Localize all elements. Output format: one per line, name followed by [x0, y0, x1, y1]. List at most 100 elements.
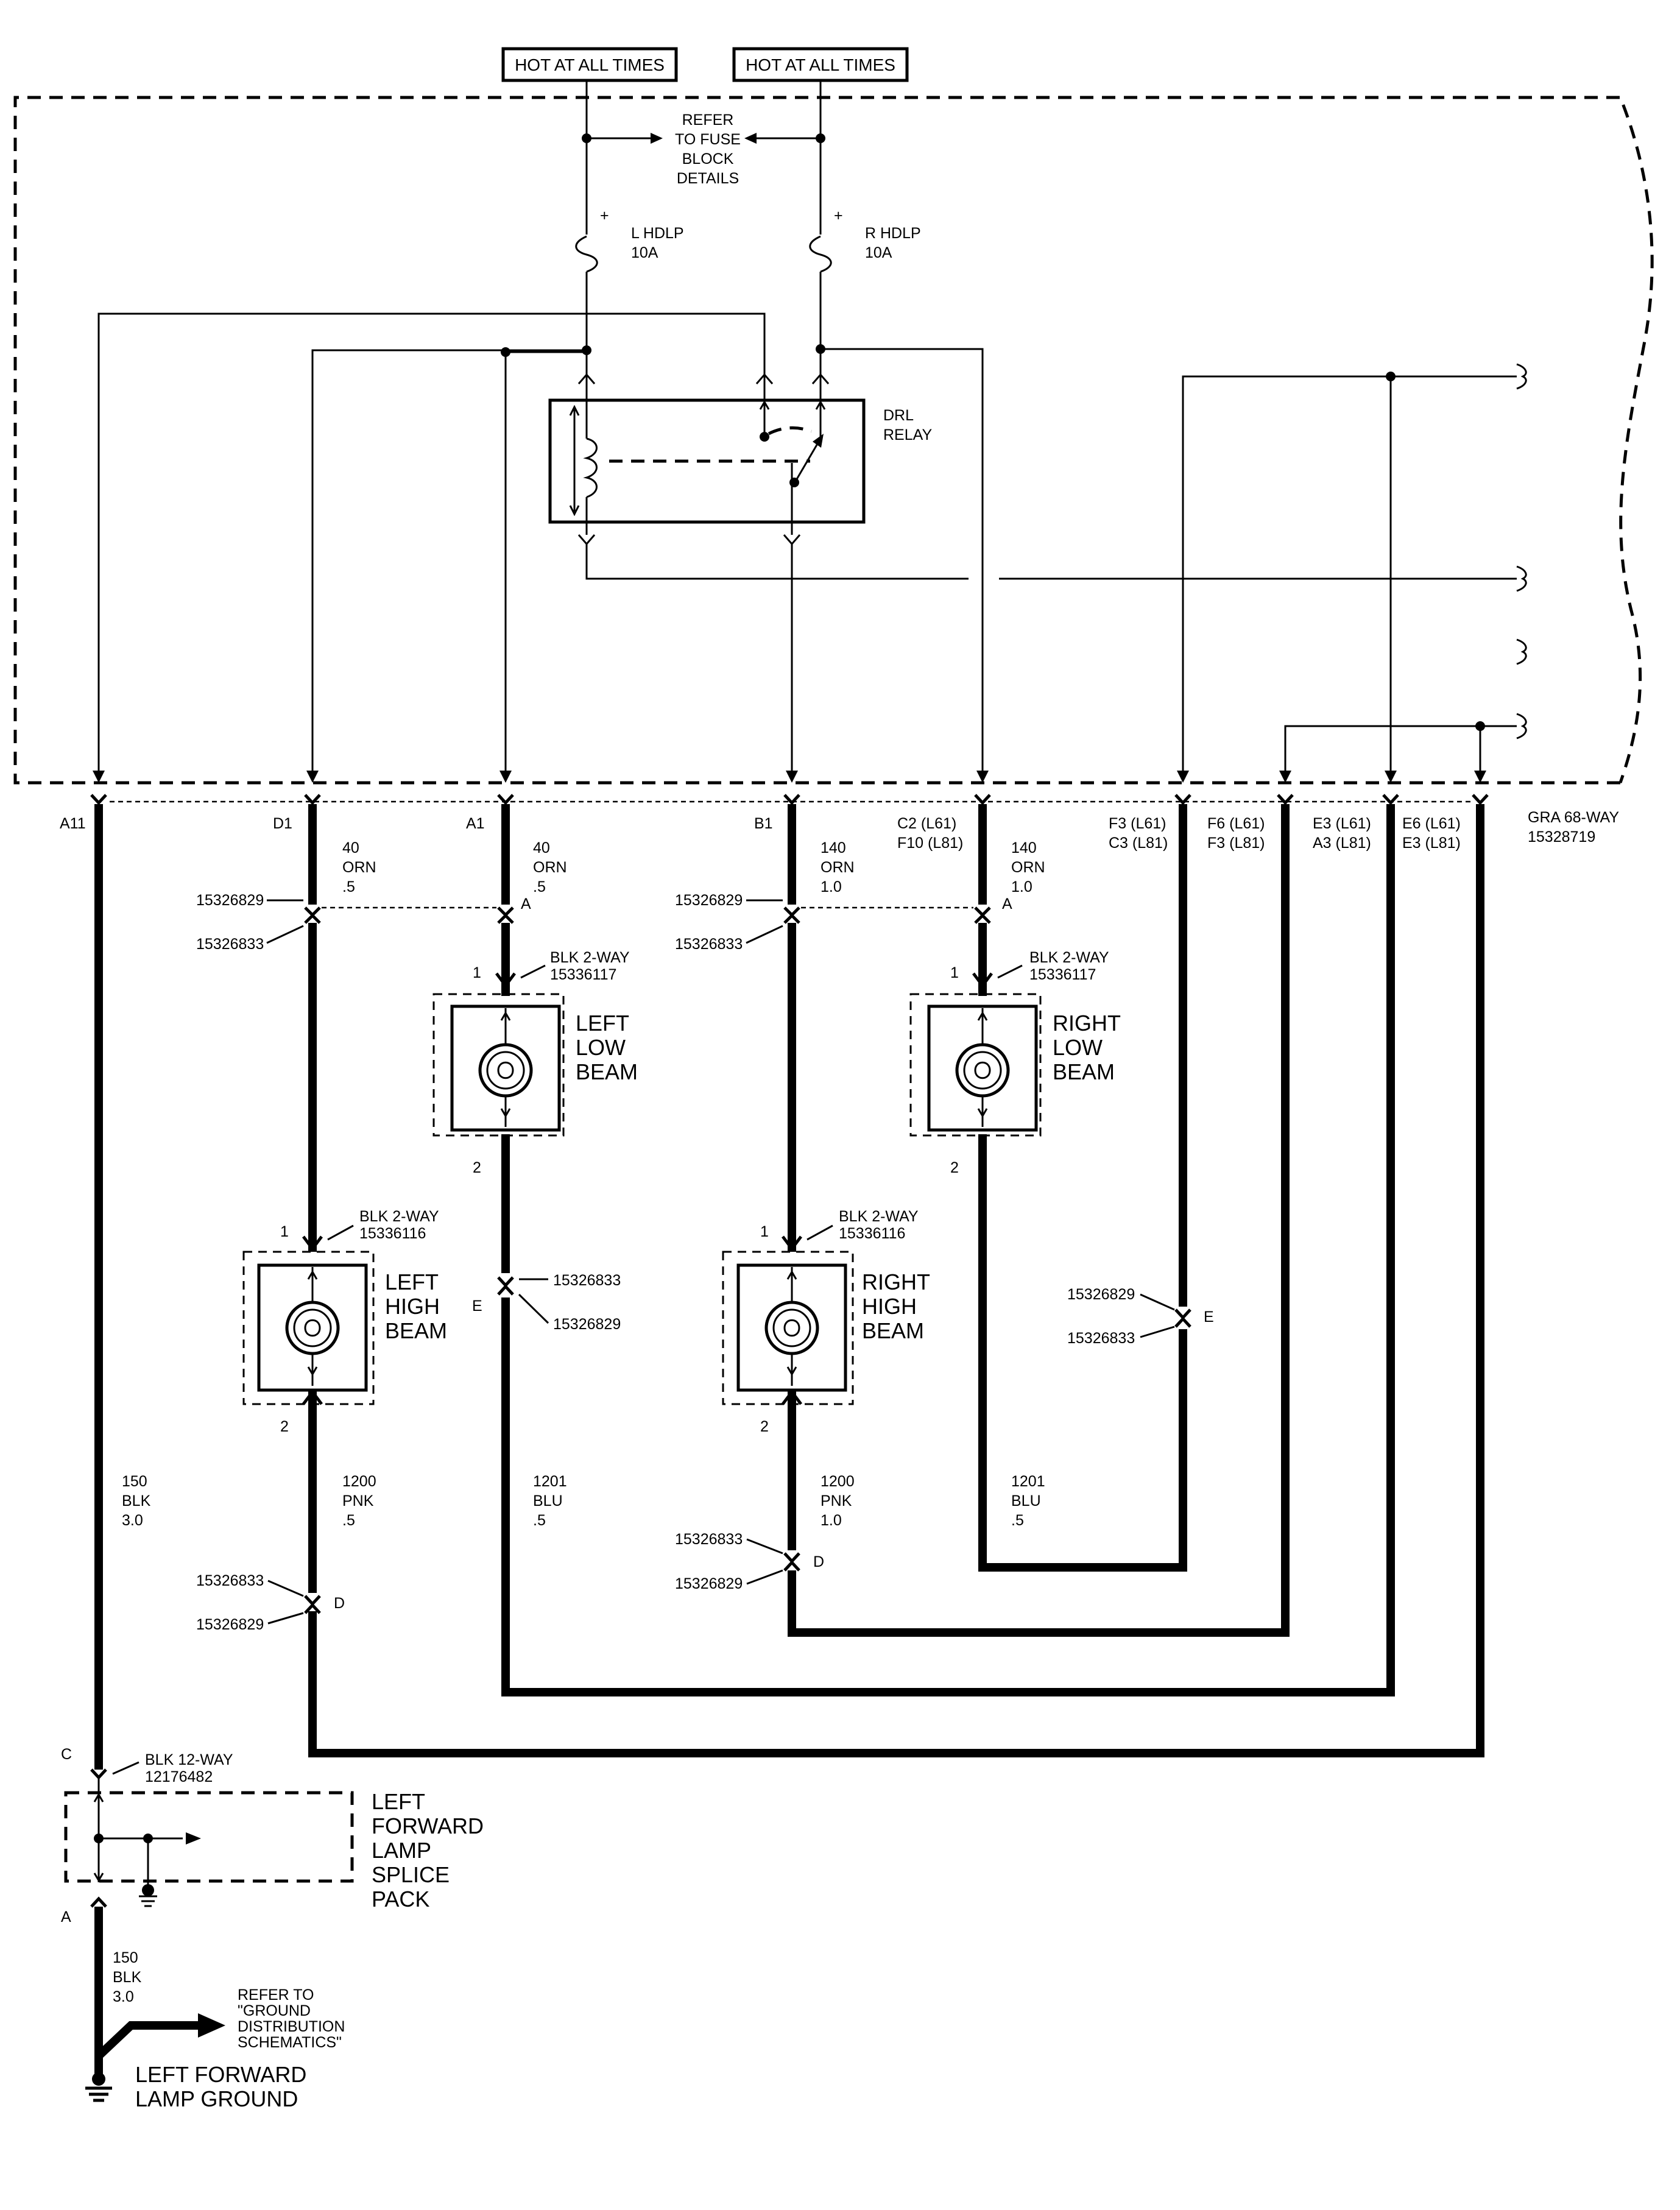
right-fuse-name: R HDLP: [865, 225, 921, 242]
svg-text:LOW: LOW: [1053, 1035, 1103, 1060]
svg-text:1.0: 1.0: [1011, 878, 1032, 895]
svg-text:ORN: ORN: [1011, 859, 1045, 876]
svg-text:LEFT: LEFT: [385, 1269, 439, 1294]
svg-text:E3 (L81): E3 (L81): [1402, 835, 1461, 852]
left-hdlp-fuse: + L HDLP 10A: [574, 207, 684, 273]
svg-text:A3 (L81): A3 (L81): [1313, 835, 1371, 852]
refer-fuse-block-note: REFER TO FUSE BLOCK DETAILS: [675, 111, 741, 187]
svg-text:15326833: 15326833: [675, 936, 743, 953]
drl-relay: DRL RELAY: [548, 375, 932, 524]
svg-text:1: 1: [280, 1223, 289, 1240]
svg-text:BEAM: BEAM: [385, 1318, 447, 1343]
svg-text:2: 2: [950, 1159, 959, 1176]
svg-text:BLK 2-WAY: BLK 2-WAY: [550, 949, 630, 966]
svg-text:LAMP: LAMP: [372, 1838, 431, 1863]
svg-text:12176482: 12176482: [145, 1768, 213, 1785]
svg-text:LEFT: LEFT: [576, 1011, 629, 1036]
svg-text:15326829: 15326829: [675, 892, 743, 909]
svg-text:E: E: [1204, 1308, 1214, 1326]
svg-text:F10 (L81): F10 (L81): [897, 835, 963, 852]
svg-text:SPLICE: SPLICE: [372, 1862, 450, 1887]
svg-text:+: +: [600, 207, 609, 224]
inline-connectors-lower: 15326833 15326829 E 15326829 15326833 E …: [196, 1272, 1214, 1633]
svg-text:SCHEMATICS": SCHEMATICS": [238, 2034, 342, 2051]
svg-text:15326829: 15326829: [1067, 1286, 1135, 1303]
svg-text:1200: 1200: [342, 1473, 376, 1490]
connector-pin-labels: A11 D1 A1 B1 C2 (L61) F10 (L81) F3 (L61)…: [60, 809, 1619, 852]
svg-text:BLK 12-WAY: BLK 12-WAY: [145, 1751, 233, 1768]
hot-at-all-times-left: HOT AT ALL TIMES: [501, 47, 678, 82]
hot-left-label: HOT AT ALL TIMES: [515, 55, 665, 74]
svg-text:3.0: 3.0: [113, 1988, 134, 2005]
svg-text:E: E: [472, 1297, 482, 1315]
svg-text:.5: .5: [533, 878, 546, 895]
svg-text:1: 1: [950, 964, 959, 981]
arrow-right-icon: [651, 133, 663, 144]
svg-text:15326829: 15326829: [196, 892, 264, 909]
svg-text:"GROUND: "GROUND: [238, 2002, 311, 2019]
right-fuse-rating: 10A: [865, 244, 892, 261]
svg-text:LAMP GROUND: LAMP GROUND: [135, 2086, 298, 2111]
svg-text:1201: 1201: [1011, 1473, 1045, 1490]
relay-label-1: DRL: [883, 407, 914, 424]
svg-text:15336116: 15336116: [839, 1225, 905, 1242]
svg-text:D1: D1: [273, 815, 292, 832]
svg-text:PACK: PACK: [372, 1887, 429, 1912]
right-low-beam-lamp: 1 2 BLK 2-WAY 15336117 RIGHT LOW BEAM: [909, 949, 1121, 1176]
svg-text:PNK: PNK: [821, 1492, 852, 1509]
svg-text:3.0: 3.0: [122, 1512, 143, 1529]
arrow-right-icon: [198, 2013, 225, 2038]
svg-text:140: 140: [1011, 839, 1037, 856]
svg-text:A11: A11: [60, 815, 86, 832]
svg-text:BEAM: BEAM: [862, 1318, 924, 1343]
svg-text:DETAILS: DETAILS: [677, 170, 739, 187]
svg-text:.5: .5: [342, 1512, 355, 1529]
svg-text:150: 150: [113, 1949, 138, 1966]
svg-text:.5: .5: [533, 1512, 546, 1529]
harness-wires: [94, 804, 1484, 1770]
svg-text:15326833: 15326833: [1067, 1330, 1135, 1347]
svg-text:FORWARD: FORWARD: [372, 1813, 484, 1838]
left-fuse-rating: 10A: [631, 244, 658, 261]
svg-text:15326833: 15326833: [553, 1272, 621, 1289]
svg-text:15326833: 15326833: [196, 936, 264, 953]
svg-text:150: 150: [122, 1473, 147, 1490]
svg-text:2: 2: [473, 1159, 481, 1176]
svg-text:A1: A1: [466, 815, 485, 832]
connector-arrows: [93, 771, 1486, 783]
svg-text:1.0: 1.0: [821, 878, 842, 895]
left-fuse-name: L HDLP: [631, 225, 684, 242]
left-forward-lamp-splice-pack: C BLK 12-WAY 12176482 A LEFT FORWARD LAM…: [61, 1746, 484, 1926]
svg-text:BLU: BLU: [1011, 1492, 1041, 1509]
left-low-beam-lamp: 1 2 BLK 2-WAY 15336117 LEFT LOW BEAM: [432, 949, 638, 1176]
svg-text:F3 (L81): F3 (L81): [1207, 835, 1265, 852]
hot-at-all-times-right: HOT AT ALL TIMES: [732, 47, 909, 82]
svg-text:HIGH: HIGH: [385, 1294, 440, 1319]
svg-text:BLK: BLK: [122, 1492, 151, 1509]
svg-text:C: C: [61, 1746, 72, 1763]
svg-text:E3 (L61): E3 (L61): [1313, 815, 1371, 832]
svg-text:.5: .5: [342, 878, 355, 895]
svg-text:1200: 1200: [821, 1473, 855, 1490]
svg-text:DISTRIBUTION: DISTRIBUTION: [238, 2018, 345, 2035]
svg-text:LEFT: LEFT: [372, 1789, 425, 1814]
hot-right-label: HOT AT ALL TIMES: [746, 55, 895, 74]
svg-text:ORN: ORN: [342, 859, 376, 876]
svg-text:1201: 1201: [533, 1473, 567, 1490]
svg-text:15326829: 15326829: [196, 1616, 264, 1633]
svg-text:B1: B1: [754, 815, 773, 832]
relay-label-2: RELAY: [883, 426, 932, 443]
left-high-beam-lamp: 1 2 BLK 2-WAY 15336116 LEFT HIGH BEAM: [242, 1208, 447, 1435]
svg-text:BEAM: BEAM: [576, 1059, 638, 1084]
svg-text:C3 (L81): C3 (L81): [1109, 835, 1168, 852]
svg-text:ORN: ORN: [821, 859, 855, 876]
svg-text:BLU: BLU: [533, 1492, 563, 1509]
svg-text:2: 2: [280, 1418, 289, 1435]
svg-text:TO FUSE: TO FUSE: [675, 131, 741, 148]
svg-text:C2 (L61): C2 (L61): [897, 815, 956, 832]
left-forward-lamp-ground: 150 BLK 3.0 REFER TO "GROUND DISTRIBUTIO…: [85, 1907, 345, 2111]
wire-labels: 40 ORN .5 40 ORN .5 140 ORN 1.0 140 ORN …: [122, 839, 1045, 1529]
arrow-left-icon: [744, 133, 757, 144]
svg-text:LOW: LOW: [576, 1035, 626, 1060]
